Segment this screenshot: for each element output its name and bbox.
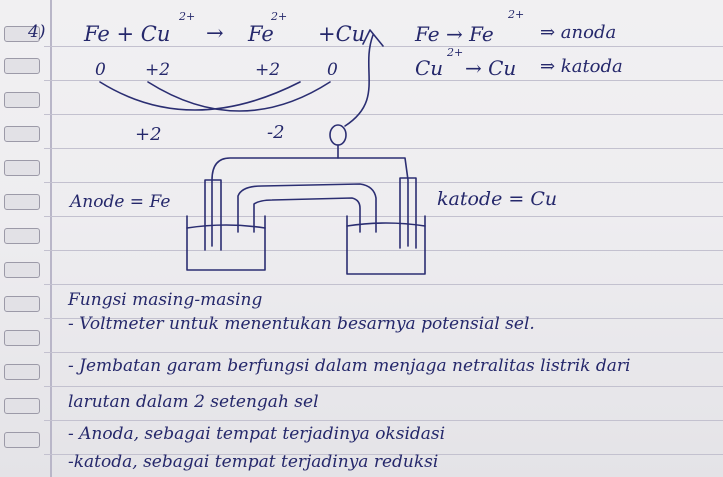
function-line: larutan dalam 2 setengah sel [68,392,319,412]
salt-bridge-inner [254,198,360,232]
function-line: -katoda, sebagai tempat terjadinya reduk… [68,452,438,472]
cathode-solution-level [347,223,425,226]
arrow-head [363,30,383,46]
reduction-arc [148,82,330,111]
anode-electrode [205,180,221,250]
function-line: - Jembatan garam berfungsi dalam menjaga… [68,356,630,376]
functions-heading: Fungsi masing-masing [68,290,262,310]
wire-to-cathode [338,158,408,246]
function-line: - Voltmeter untuk menentukan besarnya po… [68,314,535,334]
voltmeter-icon [330,125,346,145]
arrow-line [345,35,373,126]
function-line: - Anoda, sebagai tempat terjadinya oksid… [68,424,445,444]
wire-to-anode [212,145,338,246]
